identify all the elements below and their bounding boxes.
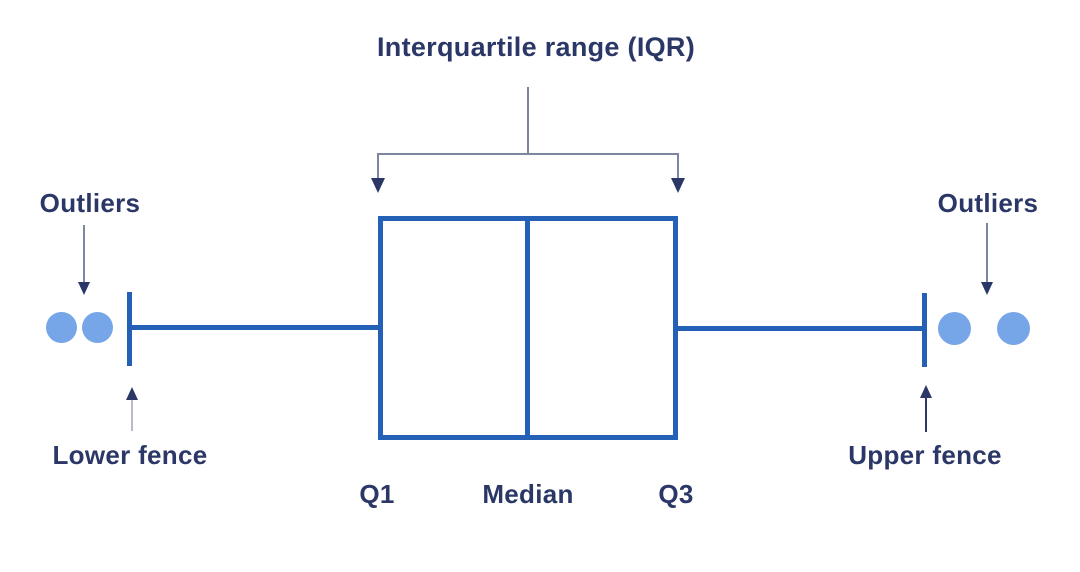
- iqr-pointer-stem-line: [527, 87, 529, 154]
- iqr-bracket-right-stub: [677, 153, 679, 179]
- iqr-right-arrowhead-icon: [671, 178, 685, 193]
- outliers-left-label: Outliers: [39, 188, 141, 218]
- outlier-dot-right-1: [938, 312, 971, 345]
- upper-fence-line: [922, 293, 927, 367]
- iqr-left-arrowhead-icon: [371, 178, 385, 193]
- q1-label: Q1: [359, 479, 395, 509]
- upper-fence-arrowhead-icon: [920, 385, 932, 398]
- outlier-dot-right-2: [997, 312, 1030, 345]
- outlier-dot-left-1: [46, 312, 77, 343]
- left-whisker-line: [130, 325, 378, 330]
- lower-fence-arrow-shaft: [131, 400, 133, 431]
- outliers-right-arrowhead-icon: [981, 282, 993, 295]
- outlier-dot-left-2: [82, 312, 113, 343]
- upper-fence-label: Upper fence: [848, 440, 1002, 470]
- upper-fence-arrow-shaft: [925, 398, 927, 432]
- lower-fence-label: Lower fence: [52, 440, 208, 470]
- outliers-left-arrowhead-icon: [78, 282, 90, 295]
- outliers-right-label: Outliers: [937, 188, 1039, 218]
- median-label: Median: [482, 479, 574, 509]
- iqr-bracket-left-stub: [377, 153, 379, 179]
- lower-fence-line: [127, 292, 132, 366]
- iqr-bracket-line: [377, 153, 679, 155]
- lower-fence-arrowhead-icon: [126, 387, 138, 400]
- median-line: [525, 216, 530, 440]
- q3-label: Q3: [658, 479, 694, 509]
- right-whisker-line: [678, 326, 925, 331]
- outliers-left-arrow-shaft: [83, 225, 85, 282]
- outliers-right-arrow-shaft: [986, 223, 988, 282]
- iqr-title: Interquartile range (IQR): [376, 32, 696, 62]
